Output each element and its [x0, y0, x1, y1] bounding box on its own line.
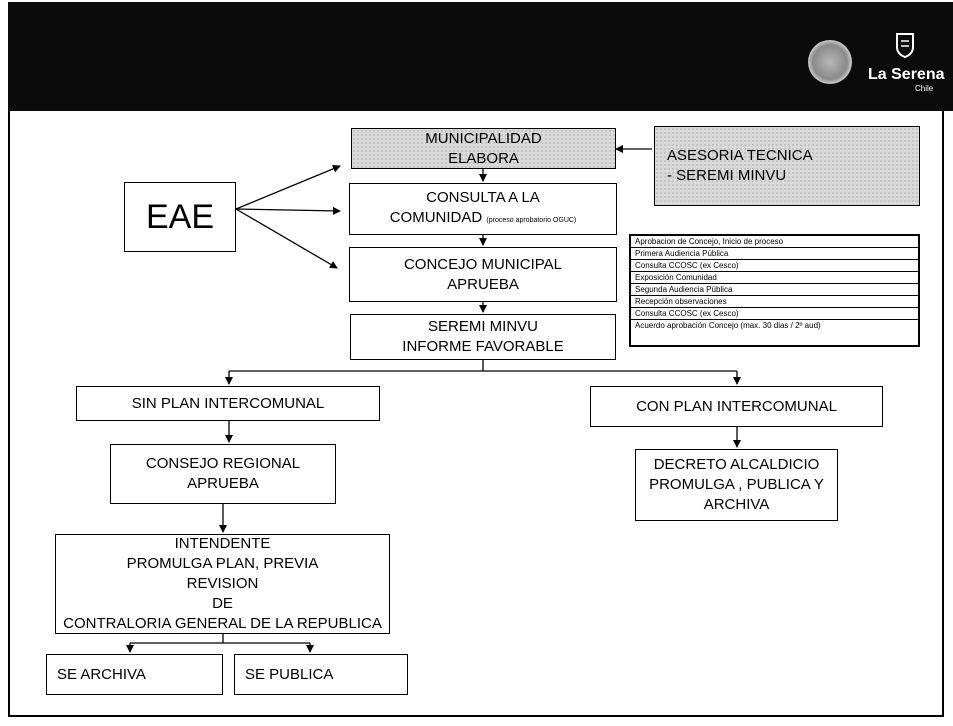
slide-border-left — [8, 111, 10, 717]
logo-subtext: Chile — [915, 84, 934, 93]
node-text: MUNICIPALIDAD — [425, 129, 542, 147]
node-sin-plan-intercomunal: SIN PLAN INTERCOMUNAL — [76, 386, 380, 421]
node-seremi-minvu: SEREMI MINVU INFORME FAVORABLE — [350, 314, 616, 360]
logo-text: La Serena — [868, 66, 945, 83]
steps-list-item: Aprobacion de Concejo, Inicio de proceso — [631, 236, 918, 248]
node-note: (proceso aprobatorio OGUC) — [486, 216, 577, 224]
node-con-plan-intercomunal: CON PLAN INTERCOMUNAL — [590, 386, 883, 427]
slide-border-right — [942, 111, 944, 717]
node-text: DE — [212, 595, 233, 612]
node-text: ARCHIVA — [703, 496, 770, 513]
node-consulta-comunidad: CONSULTA A LA COMUNIDAD (proceso aprobat… — [349, 183, 617, 235]
node-text: - SEREMI MINVU — [667, 167, 787, 184]
steps-list-item: Exposición Comunidad — [631, 272, 918, 284]
steps-list: Aprobacion de Concejo, Inicio de proceso… — [629, 234, 920, 347]
node-se-archiva: SE ARCHIVA — [46, 654, 223, 695]
node-consejo-regional: CONSEJO REGIONAL APRUEBA — [110, 444, 336, 504]
arrow-eae-consulta — [235, 206, 341, 215]
node-text: REVISION — [186, 575, 259, 592]
node-text: CONTRALORIA GENERAL DE LA REPUBLICA — [63, 615, 382, 632]
node-text: INFORME FAVORABLE — [402, 338, 564, 355]
steps-list-item: Consulta CCOSC (ex Cesco) — [631, 260, 918, 272]
node-text-row: COMUNIDAD (proceso aprobatorio OGUC) — [390, 208, 577, 231]
node-text: CON PLAN INTERCOMUNAL — [636, 397, 837, 415]
node-text: PROMULGA , PUBLICA Y — [649, 476, 824, 493]
node-text: SIN PLAN INTERCOMUNAL — [131, 394, 325, 412]
slide-border-bottom — [8, 715, 943, 717]
node-text: COMUNIDAD — [389, 208, 483, 226]
header-bar — [8, 2, 953, 111]
steps-list-item: Primera Audiencia Pública — [631, 248, 918, 260]
node-text: DECRETO ALCALDICIO — [653, 456, 820, 473]
node-text: SE ARCHIVA — [57, 665, 146, 683]
node-text: PROMULGA PLAN, PREVIA — [126, 555, 319, 572]
shield-icon — [896, 33, 914, 58]
steps-list-item: Acuerdo aprobación Concejo (max. 30 dias… — [635, 321, 821, 330]
node-eae: EAE — [124, 182, 236, 252]
node-text: CONSEJO REGIONAL — [145, 455, 301, 472]
municipal-seal-icon — [808, 40, 852, 84]
steps-list-item: Consulta CCOSC (ex Cesco) — [631, 308, 918, 320]
node-text: INTENDENTE — [174, 535, 271, 552]
node-text: CONSULTA A LA — [426, 188, 540, 206]
arrow-eae-municipalidad — [235, 164, 341, 210]
node-se-publica: SE PUBLICA — [234, 654, 408, 695]
arrow-eae-concejo — [235, 208, 338, 269]
node-asesoria-tecnica: ASESORIA TECNICA - SEREMI MINVU — [654, 126, 920, 206]
node-intendente: INTENDENTE PROMULGA PLAN, PREVIA REVISIO… — [55, 534, 390, 634]
steps-list-item: Segunda Audiencia Pública — [631, 284, 918, 296]
node-text: ELABORA — [448, 149, 519, 167]
node-decreto-alcaldicio: DECRETO ALCALDICIO PROMULGA , PUBLICA Y … — [635, 449, 838, 521]
node-text: ASESORIA TECNICA — [667, 147, 813, 164]
steps-list-item: Recepción observaciones — [631, 296, 918, 308]
node-municipalidad-elabora: MUNICIPALIDAD ELABORA — [351, 128, 616, 169]
node-text: SE PUBLICA — [245, 665, 334, 683]
node-text: APRUEBA — [447, 275, 519, 293]
node-text: APRUEBA — [187, 475, 259, 492]
node-text: EAE — [145, 198, 215, 236]
node-concejo-municipal: CONCEJO MUNICIPAL APRUEBA — [349, 247, 617, 302]
node-text: CONCEJO MUNICIPAL — [403, 255, 563, 273]
node-text: SEREMI MINVU — [427, 318, 538, 335]
